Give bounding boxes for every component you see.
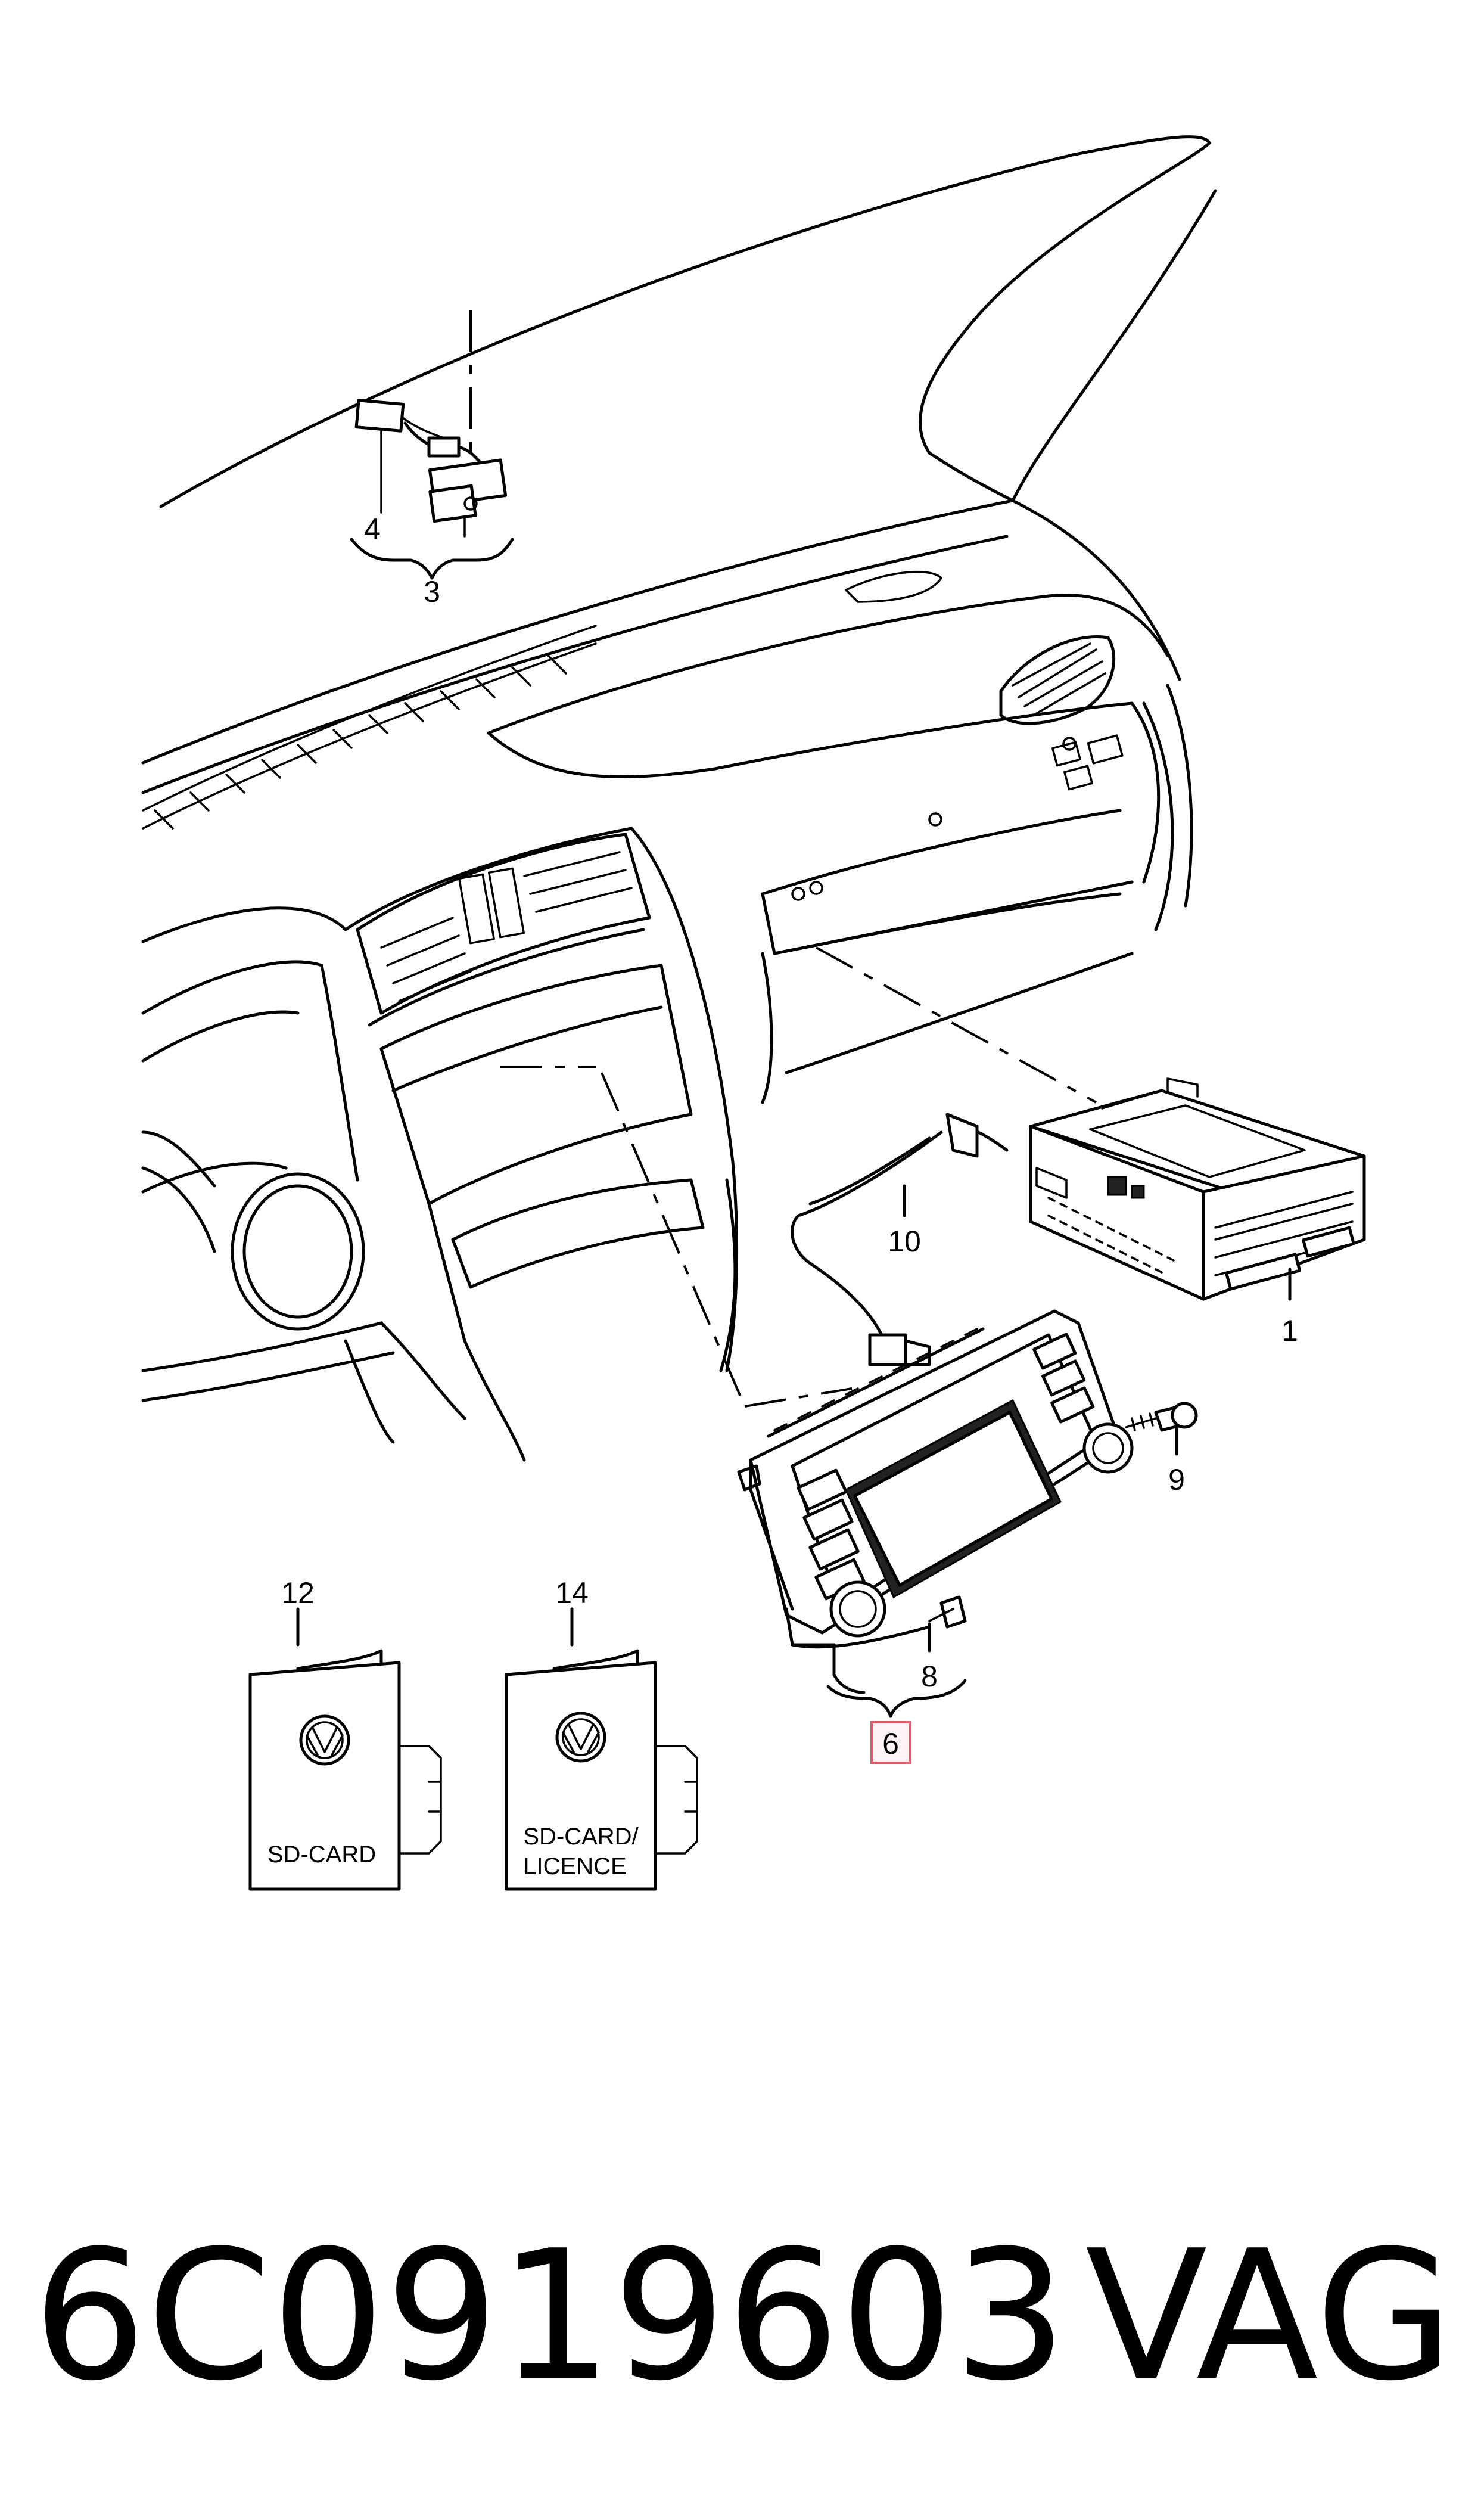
callout-1: 1	[1281, 1314, 1298, 1347]
callout-3: 3	[424, 575, 440, 608]
connector-part-3	[350, 310, 514, 580]
callout-6-highlight	[870, 1721, 911, 1764]
brand-label: VAG	[1085, 2212, 1454, 2420]
dashboard-illustration	[141, 135, 1217, 1462]
screw-part-9	[1125, 1402, 1198, 1432]
callout-4: 4	[364, 513, 381, 546]
callout-8: 8	[921, 1660, 938, 1693]
card-12-label: SD-CARD	[267, 1841, 376, 1868]
sd-card-licence-part-14	[505, 1649, 698, 1891]
callout-12: 12	[281, 1576, 315, 1610]
sd-card-part-12	[248, 1649, 442, 1891]
head-unit-part-6	[737, 1309, 1134, 1649]
callout-9: 9	[1168, 1463, 1185, 1496]
callout-6: 6	[882, 1727, 899, 1760]
cd-player-part-1	[1029, 1077, 1366, 1301]
cable-part-10	[791, 1113, 1009, 1366]
card-14-label-line2: LICENCE	[523, 1853, 626, 1880]
part-number: 6C0919603	[33, 2212, 1067, 2420]
card-14-label-line1: SD-CARD/	[523, 1824, 639, 1850]
callout-14: 14	[555, 1576, 589, 1610]
callout-10: 10	[888, 1225, 921, 1258]
